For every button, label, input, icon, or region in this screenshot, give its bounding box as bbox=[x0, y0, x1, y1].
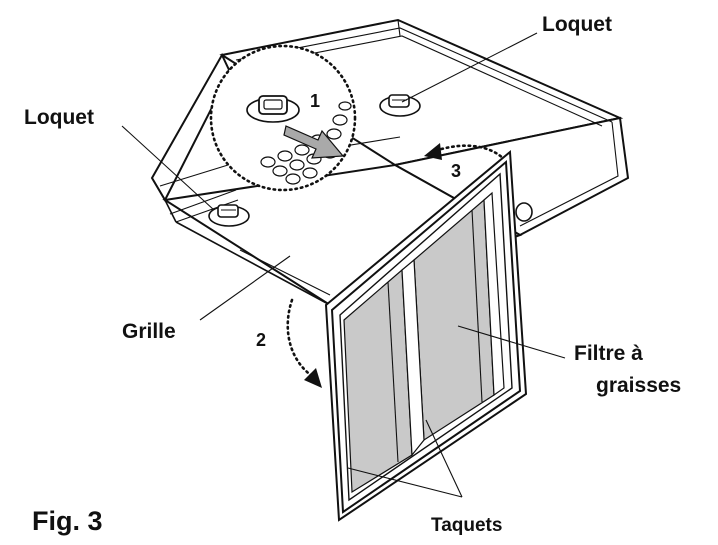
label-latch-right: Loquet bbox=[542, 13, 612, 36]
step-3-number: 3 bbox=[451, 161, 461, 181]
step-2-arrow bbox=[286, 298, 322, 388]
figure-caption: Fig. 3 bbox=[32, 506, 103, 536]
step-3-arrow bbox=[424, 143, 507, 162]
zoom-detail-circle bbox=[209, 44, 357, 192]
label-grille: Grille bbox=[122, 320, 176, 343]
label-filter-line2: graisses bbox=[596, 374, 681, 397]
leader-lines bbox=[121, 32, 566, 498]
label-latch-left: Loquet bbox=[24, 106, 94, 129]
latch-left-icon bbox=[208, 204, 250, 227]
step-1-number: 1 bbox=[310, 91, 320, 111]
grease-filter bbox=[324, 149, 528, 522]
step-2-number: 2 bbox=[256, 330, 266, 350]
latch-right-icon bbox=[379, 94, 421, 117]
label-filter-line1: Filtre à bbox=[574, 342, 643, 365]
label-tabs: Taquets bbox=[431, 515, 502, 536]
